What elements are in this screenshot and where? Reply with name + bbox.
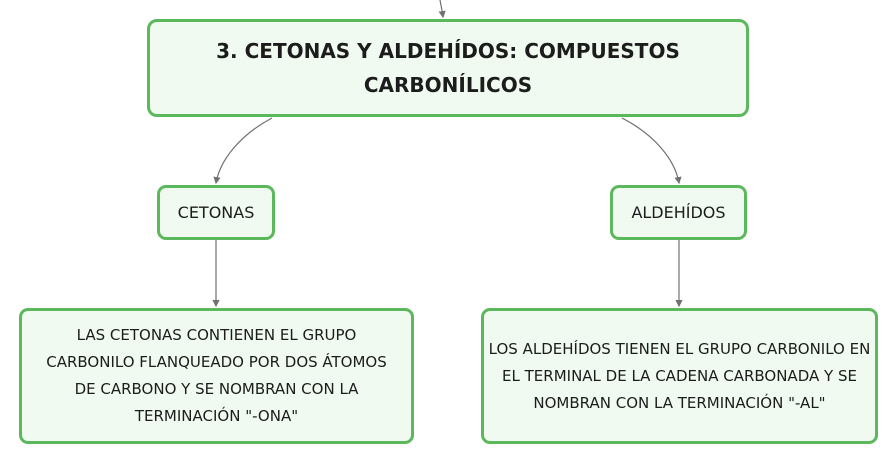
connector-parent-to-root xyxy=(438,0,446,19)
aldehidos-description: LOS ALDEHÍDOS TIENEN EL GRUPO CARBONILO … xyxy=(488,339,871,412)
root-node[interactable]: 3. CETONAS Y ALDEHÍDOS: COMPUESTOS CARBO… xyxy=(147,19,749,117)
root-title: 3. CETONAS Y ALDEHÍDOS: COMPUESTOS CARBO… xyxy=(216,39,680,97)
cetonas-label: CETONAS xyxy=(177,203,255,222)
aldehidos-node[interactable]: ALDEHÍDOS xyxy=(610,185,747,240)
connector-root-to-cetonas xyxy=(213,117,273,185)
aldehidos-label: ALDEHÍDOS xyxy=(631,203,726,222)
aldehidos-description-node[interactable]: LOS ALDEHÍDOS TIENEN EL GRUPO CARBONILO … xyxy=(481,308,878,444)
cetonas-description: LAS CETONAS CONTIENEN EL GRUPO CARBONILO… xyxy=(46,326,387,425)
connector-root-to-aldehidos xyxy=(621,117,682,185)
cetonas-node[interactable]: CETONAS xyxy=(157,185,275,240)
cetonas-description-node[interactable]: LAS CETONAS CONTIENEN EL GRUPO CARBONILO… xyxy=(19,308,414,444)
